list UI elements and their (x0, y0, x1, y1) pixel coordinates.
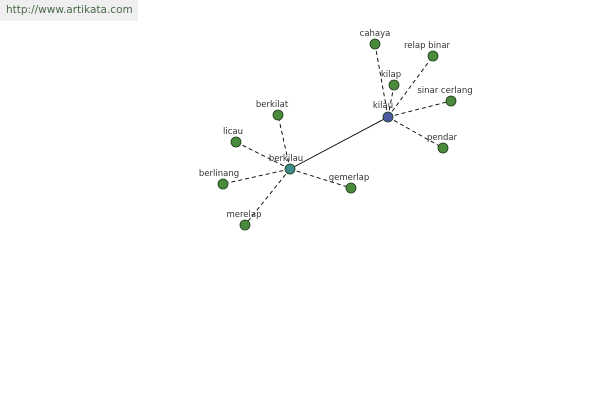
nodes-layer (217, 38, 457, 231)
edge-berkilau-berlinang (222, 168, 291, 185)
node-kilap[interactable] (388, 79, 400, 91)
node-berkilat[interactable] (272, 109, 284, 121)
edge-berkilau-berkilat (277, 114, 291, 170)
edge-kilau-pendar (387, 116, 444, 149)
edge-kilau-kilap (387, 84, 395, 118)
site-header: http://www.artikata.com (0, 0, 138, 21)
node-label-berlinang[interactable]: berlinang (199, 169, 239, 179)
node-label-berkilau[interactable]: berkilau (269, 154, 303, 164)
node-licau[interactable] (230, 136, 242, 148)
node-label-cahaya[interactable]: cahaya (360, 29, 391, 39)
edge-kilau-cahaya (374, 43, 389, 118)
edges-layer (222, 43, 452, 226)
node-berkilau[interactable] (284, 163, 296, 175)
node-label-relap_binar[interactable]: relap binar (404, 41, 451, 51)
node-gemerlap[interactable] (345, 182, 357, 194)
node-cahaya[interactable] (369, 38, 381, 50)
node-label-gemerlap[interactable]: gemerlap (329, 173, 370, 183)
node-label-sinar_cerlang[interactable]: sinar cerlang (417, 86, 472, 96)
node-label-merelap[interactable]: merelap (226, 210, 261, 220)
node-relap_binar[interactable] (427, 50, 439, 62)
edge-berkilau-kilau (289, 116, 389, 170)
node-label-berkilat[interactable]: berkilat (256, 100, 289, 110)
node-berlinang[interactable] (217, 178, 229, 190)
labels-layer: berkilau kilau cahaya relap binar kilap sinar… (199, 29, 473, 220)
node-label-kilau[interactable]: kilau (373, 101, 393, 111)
node-label-licau[interactable]: licau (223, 127, 243, 137)
edge-kilau-relap_binar (387, 55, 434, 118)
edge-berkilau-licau (235, 141, 291, 170)
node-label-pendar[interactable]: pendar (427, 133, 458, 143)
node-kilau[interactable] (382, 111, 394, 123)
edge-berkilau-gemerlap (289, 168, 352, 189)
node-label-kilap[interactable]: kilap (381, 70, 401, 80)
node-pendar[interactable] (437, 142, 449, 154)
node-sinar_cerlang[interactable] (445, 95, 457, 107)
site-url-link[interactable]: http://www.artikata.com (6, 4, 133, 16)
edge-berkilau-merelap (244, 168, 291, 226)
edge-kilau-sinar_cerlang (387, 100, 452, 118)
node-merelap[interactable] (239, 219, 251, 231)
